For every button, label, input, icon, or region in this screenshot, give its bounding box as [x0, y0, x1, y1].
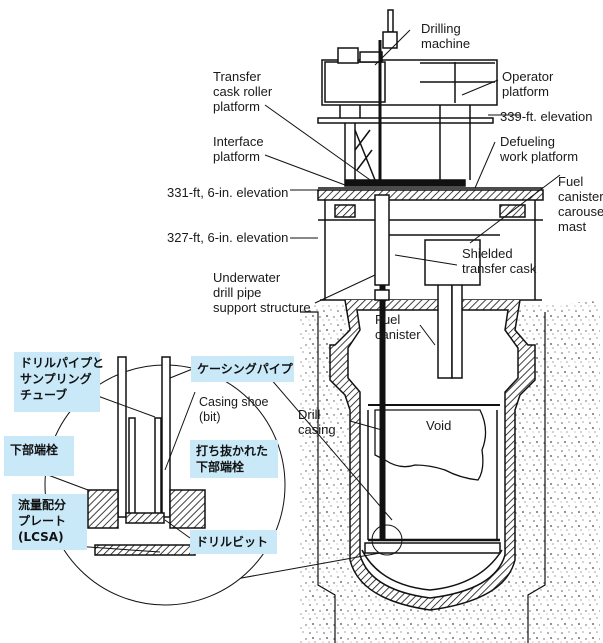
drilling-machine-structure: [317, 9, 498, 187]
callout-flow-distribution-plate: 流量配分 プレート (LCSA): [12, 494, 87, 550]
label-defueling-work-platform: Defueling work platform: [500, 134, 579, 164]
label-drilling-machine: Drilling machine: [421, 21, 471, 51]
operating-floor: [317, 187, 544, 301]
label-underwater-drill-pipe-support: Underwater drill pipe support structure: [213, 270, 311, 315]
label-drill-casing: Drill casing: [298, 407, 336, 437]
label-transfer-cask-roller-platform: Transfer cask roller platform: [213, 69, 273, 114]
label-elevation-339: 339-ft. elevation: [500, 109, 593, 124]
callout-casing-pipe: ケーシングパイプ: [191, 356, 294, 382]
label-fuel-canister: Fuel canister: [375, 312, 421, 342]
void-region: [374, 409, 487, 481]
label-elevation-331: 331-ft, 6-in. elevation: [167, 185, 289, 200]
leader-lines: [174, 29, 561, 591]
detail-indicator-circle: [371, 524, 403, 556]
callout-drill-pipe-sampling-tube: ドリルパイプと サンプリング チューブ: [14, 352, 104, 412]
callout-punched-lower-end-fitting: 打ち抜かれた 下部端栓: [190, 440, 278, 478]
label-elevation-327: 327-ft, 6-in. elevation: [167, 230, 289, 245]
drill-pipe: [374, 194, 390, 541]
label-void: Void: [426, 418, 452, 433]
label-fuel-canister-carousel-mast: Fuel canister carouse mast: [558, 174, 603, 234]
label-operator-platform: Operator platform: [502, 69, 554, 99]
callout-lower-end-fitting: 下部端栓: [4, 436, 74, 476]
label-interface-platform: Interface platform: [213, 134, 264, 164]
fuel-canister: [424, 239, 481, 379]
label-shielded-transfer-cask: Shielded transfer cask: [462, 246, 537, 276]
callout-drill-bit: ドリルビット: [190, 530, 277, 554]
label-casing-shoe: Casing shoe (bit): [199, 395, 269, 424]
